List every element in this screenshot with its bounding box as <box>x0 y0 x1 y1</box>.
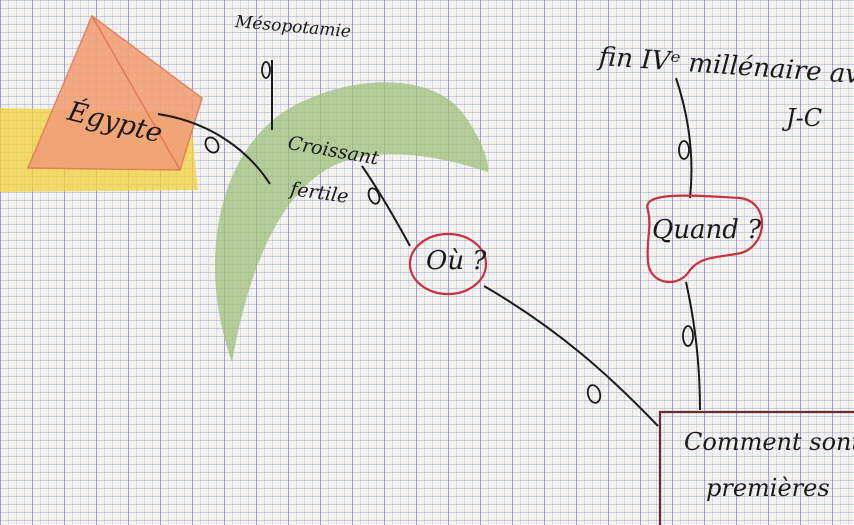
connector-egypte-croissant <box>157 113 271 185</box>
fertile-crescent-drawing <box>214 82 489 362</box>
label-premieres: premières <box>706 474 830 502</box>
quand-circle <box>646 194 764 284</box>
label-comment-sont: Comment sont <box>684 428 854 456</box>
pyramid-edge <box>91 15 181 171</box>
label-ou: Où ? <box>426 246 487 276</box>
pyramid-drawing <box>26 14 203 171</box>
connector-quand-comment <box>685 281 701 411</box>
ou-circle <box>408 232 488 296</box>
label-jc: J-C <box>786 104 823 132</box>
connector-fin-quand <box>675 77 693 199</box>
connector-loops <box>204 61 694 404</box>
connector-ou-comment <box>483 285 659 427</box>
label-quand: Quand ? <box>652 215 762 245</box>
connector-croissant-ou <box>361 165 411 247</box>
comment-box <box>658 410 854 525</box>
connector-lines <box>157 60 701 427</box>
